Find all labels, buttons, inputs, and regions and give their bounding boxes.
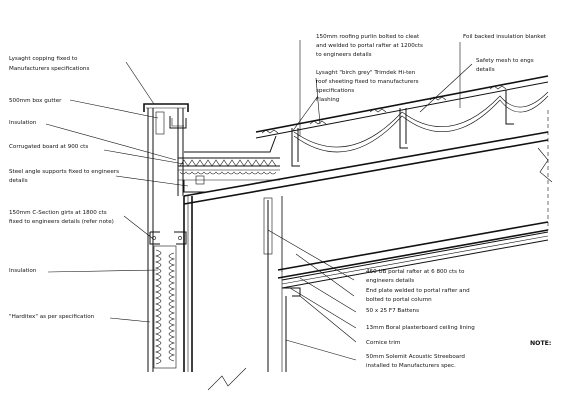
flashing [184, 135, 277, 153]
label-cornice: Cornice trim [366, 340, 400, 346]
label-end-plate: End plate welded to portal rafter and bo… [366, 288, 471, 303]
portal-column [183, 196, 283, 372]
label-corrugated-board: Corrugated board at 900 cts [9, 144, 88, 150]
structure [143, 75, 553, 391]
annotation-labels: Lysaght copping fixed to Manufacturers s… [9, 34, 551, 369]
c-section-girts [149, 231, 187, 245]
cornice-trim [282, 287, 301, 297]
label-roof-sheeting: Lysaght "birch grey" Trimdek Hi-ten roof… [316, 70, 420, 94]
break-lines [207, 110, 553, 391]
leader-lines [45, 40, 473, 361]
box-gutter [155, 111, 187, 135]
label-steel-angle: Steel angle supports fixed to engineers … [9, 169, 121, 184]
label-plasterboard: 13mm Boral plasterboard ceiling lining [366, 325, 475, 331]
roof-purlins [291, 90, 514, 167]
steel-angle-support [183, 175, 206, 193]
label-capping: Lysaght copping fixed to Manufacturers s… [9, 56, 89, 72]
label-portal-rafter: 460 UB portal rafter at 6 800 cts to eng… [366, 269, 466, 284]
portal-rafter [183, 131, 549, 279]
label-foil-blanket: Foil backed insulation blanket [463, 34, 547, 40]
label-roofing-purlin: 150mm roofing purlin bolted to cleat and… [316, 34, 425, 58]
roof-sheeting [255, 75, 549, 153]
label-box-gutter: 500mm box gutter [9, 98, 62, 104]
label-battens: 50 x 25 F7 Battens [366, 308, 419, 314]
label-flashing: Flashing [316, 97, 340, 103]
wall-insulation [153, 245, 177, 369]
label-streeboard: 50mm Solemit Acoustic Streeboard install… [366, 354, 467, 369]
corrugated-board [178, 157, 280, 181]
label-harditex: "Harditex" as per specification [9, 314, 95, 320]
battens-and-plasterboard [281, 231, 549, 289]
label-insulation-upper: Insulation [9, 120, 37, 126]
label-insulation-lower: Insulation [9, 268, 37, 274]
label-safety-mesh: Safety mesh to engs details [476, 58, 535, 73]
label-note: NOTE: [530, 340, 551, 347]
label-c-section-girts: 150mm C-Section girts at 1800 cts fixed … [9, 210, 114, 225]
